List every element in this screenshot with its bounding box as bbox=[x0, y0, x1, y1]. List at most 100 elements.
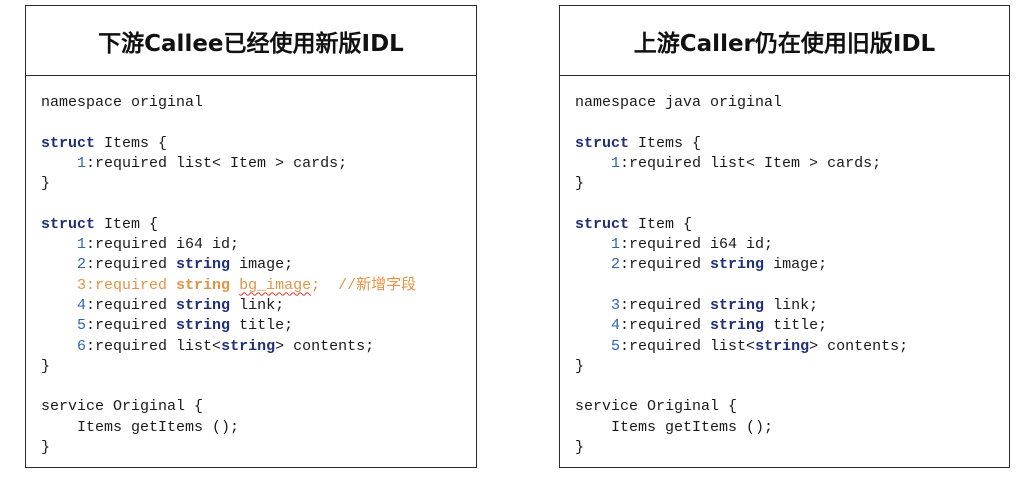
code-line bbox=[41, 113, 476, 133]
old-idl-code-block: namespace java original struct Items { 1:… bbox=[560, 76, 1009, 458]
code-token: :required bbox=[620, 317, 711, 335]
code-token: namespace java original bbox=[575, 94, 783, 111]
code-token: ; //新增字段 bbox=[311, 276, 417, 294]
code-line: service Original { bbox=[41, 397, 476, 417]
code-line: struct Items { bbox=[575, 134, 1009, 154]
code-token bbox=[575, 317, 611, 334]
code-token bbox=[41, 317, 77, 334]
code-token: > contents; bbox=[809, 337, 909, 355]
code-line: } bbox=[575, 357, 1009, 377]
code-token: string bbox=[710, 296, 765, 314]
code-token: string bbox=[755, 337, 810, 355]
old-idl-panel: 上游Caller仍在使用旧版IDL namespace java origina… bbox=[559, 5, 1010, 468]
code-token: :required list< bbox=[86, 337, 222, 355]
code-token: 5 bbox=[611, 337, 621, 355]
code-line: Items getItems (); bbox=[575, 418, 1009, 438]
code-line: 1:required i64 id; bbox=[41, 235, 476, 255]
code-token: service Original { bbox=[575, 398, 738, 416]
code-line: struct Item { bbox=[575, 215, 1009, 235]
code-line bbox=[575, 377, 1009, 397]
code-line bbox=[575, 276, 1009, 296]
code-token bbox=[41, 297, 77, 314]
code-line: namespace original bbox=[41, 93, 476, 113]
code-token: :required i64 id; bbox=[86, 236, 240, 254]
code-line: 3:required string bg_image; //新增字段 bbox=[41, 276, 476, 296]
code-token: string bbox=[710, 256, 765, 274]
code-token: 5 bbox=[77, 317, 87, 335]
code-line: namespace java original bbox=[575, 93, 1009, 113]
code-token: Items { bbox=[629, 134, 702, 152]
code-line bbox=[41, 377, 476, 397]
code-token: string bbox=[176, 256, 231, 274]
code-token bbox=[575, 236, 611, 253]
code-token: struct bbox=[41, 215, 96, 233]
code-line: service Original { bbox=[575, 397, 1009, 417]
code-line: } bbox=[41, 357, 476, 377]
code-line bbox=[41, 194, 476, 214]
code-token: 6 bbox=[77, 337, 87, 355]
code-token: string bbox=[176, 296, 231, 314]
code-line: } bbox=[41, 174, 476, 194]
code-token: } bbox=[41, 439, 51, 457]
code-token: struct bbox=[575, 215, 630, 233]
code-token bbox=[575, 256, 611, 273]
code-token: 3 bbox=[611, 296, 621, 314]
code-token bbox=[41, 277, 77, 294]
code-line: 4:required string link; bbox=[41, 296, 476, 316]
code-line bbox=[575, 194, 1009, 214]
code-token: 1 bbox=[611, 236, 621, 254]
code-token: :required list< bbox=[620, 337, 756, 355]
code-token bbox=[575, 155, 611, 172]
code-token: :required bbox=[86, 256, 177, 274]
code-token bbox=[41, 236, 77, 253]
code-token: link; bbox=[230, 296, 285, 314]
code-token: string bbox=[221, 337, 276, 355]
new-idl-title: 下游Callee已经使用新版IDL bbox=[26, 6, 476, 76]
code-token: Items getItems (); bbox=[575, 418, 774, 436]
code-token: Items getItems (); bbox=[41, 418, 240, 436]
old-idl-title: 上游Caller仍在使用旧版IDL bbox=[560, 6, 1009, 76]
code-token: :required bbox=[620, 256, 711, 274]
code-line: 5:required string title; bbox=[41, 316, 476, 336]
code-token: } bbox=[575, 175, 585, 193]
code-token: 4 bbox=[77, 296, 87, 314]
code-token: :required i64 id; bbox=[620, 236, 774, 254]
code-token: namespace original bbox=[41, 94, 204, 111]
code-token bbox=[230, 277, 239, 294]
code-token bbox=[575, 338, 611, 355]
code-token: } bbox=[575, 439, 585, 457]
code-token bbox=[575, 297, 611, 314]
code-token: string bbox=[176, 276, 231, 294]
code-token: struct bbox=[575, 134, 630, 152]
code-line: } bbox=[41, 438, 476, 458]
code-token: struct bbox=[41, 134, 96, 152]
code-token: :required list< Item > cards; bbox=[620, 154, 882, 172]
code-token: 3:required bbox=[77, 276, 177, 294]
code-token: > contents; bbox=[275, 337, 375, 355]
code-line: 4:required string title; bbox=[575, 316, 1009, 336]
code-token: link; bbox=[764, 296, 819, 314]
code-token bbox=[41, 256, 77, 273]
code-token: string bbox=[176, 317, 231, 335]
code-line: } bbox=[575, 438, 1009, 458]
code-token: } bbox=[41, 357, 51, 375]
code-token: title; bbox=[764, 317, 828, 335]
code-token: Items { bbox=[95, 134, 168, 152]
code-token: title; bbox=[230, 317, 294, 335]
code-token: service Original { bbox=[41, 398, 204, 416]
code-token: :required list< Item > cards; bbox=[86, 154, 348, 172]
code-token: 1 bbox=[611, 154, 621, 172]
code-token: :required bbox=[620, 296, 711, 314]
code-token: } bbox=[41, 175, 51, 193]
code-token: string bbox=[710, 317, 765, 335]
code-line: 1:required i64 id; bbox=[575, 235, 1009, 255]
code-token: :required bbox=[86, 317, 177, 335]
code-token: Item { bbox=[95, 215, 159, 233]
code-line bbox=[575, 113, 1009, 133]
code-token: 2 bbox=[611, 256, 621, 274]
code-token: image; bbox=[764, 256, 828, 274]
code-line: 3:required string link; bbox=[575, 296, 1009, 316]
code-token: 1 bbox=[77, 236, 87, 254]
code-token: Item { bbox=[629, 215, 693, 233]
